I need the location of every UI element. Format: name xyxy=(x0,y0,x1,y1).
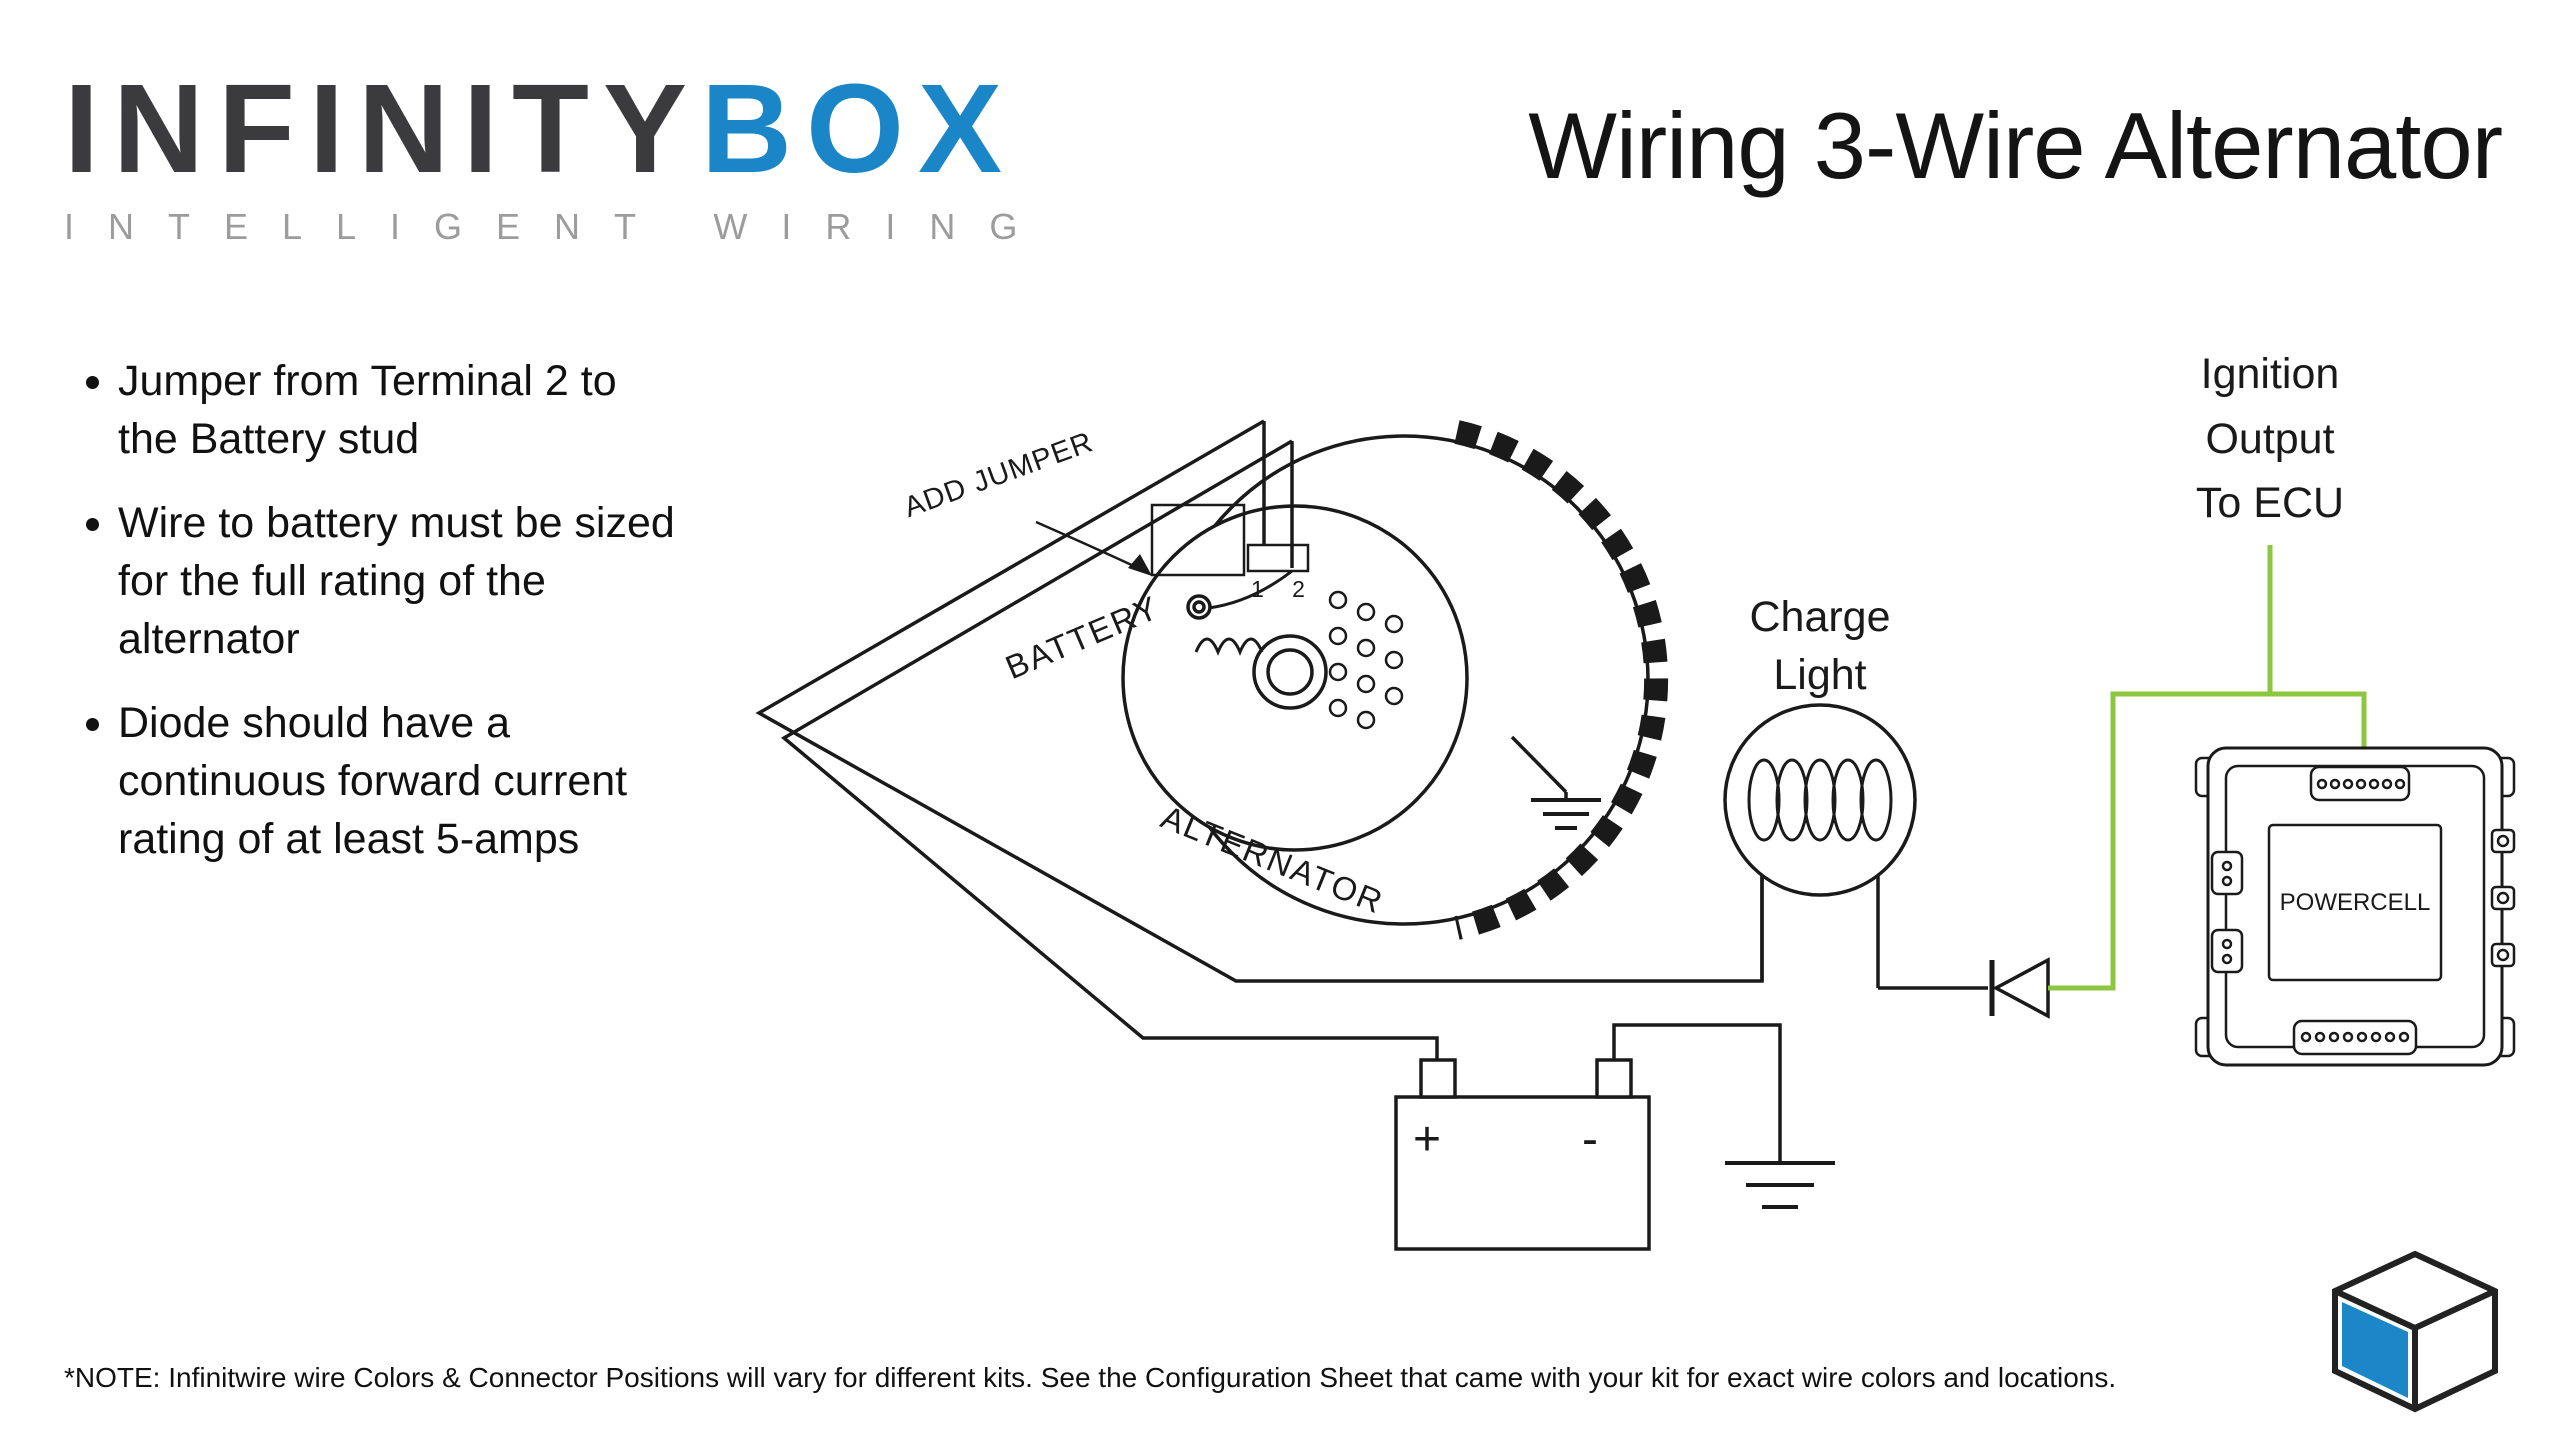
page-title: Wiring 3-Wire Alternator xyxy=(1528,93,2503,198)
battery-negative-label: - xyxy=(1582,1113,1598,1166)
wire-battery-stud-to-battery xyxy=(780,439,1439,1062)
battery-positive-label: + xyxy=(1413,1113,1442,1166)
powercell-top-connector xyxy=(2309,765,2411,802)
powercell-drawing xyxy=(2194,746,2516,1067)
battery-stud xyxy=(1186,594,1212,620)
charge-light-circle xyxy=(1723,703,1917,897)
infinitybox-logo: INFINITYBOX INTELLIGENT WIRING xyxy=(64,66,1051,248)
notes-list: Jumper from Terminal 2 to the Battery st… xyxy=(66,352,878,868)
logo-text-box: BOX xyxy=(700,58,1017,199)
powercell-label: POWERCELL xyxy=(2279,888,2431,916)
alternator-front-face xyxy=(1121,504,1469,852)
footer-note: *NOTE: Infinitwire wire Colors & Connect… xyxy=(64,1362,2117,1393)
charge-light-label: Charge Light xyxy=(1749,593,1891,700)
alternator-fins xyxy=(1454,420,1669,940)
wire-battery-negative-to-ground xyxy=(1612,1023,1782,1163)
note-bullet-diode: Diode should have a continuous forward c… xyxy=(118,694,878,868)
alternator-ground-symbol xyxy=(1510,735,1601,830)
note-bullet-wire-size: Wire to battery must be sized for the fu… xyxy=(118,494,878,668)
alternator-drawing xyxy=(1121,420,1669,940)
charge-light-coil xyxy=(1747,758,1893,842)
ground-symbol xyxy=(1725,1161,1835,1209)
alternator-coil-detail xyxy=(1194,637,1264,656)
powercell-bottom-connector xyxy=(2292,1019,2418,1056)
powercell-label-area xyxy=(2267,823,2443,982)
battery-post-negative xyxy=(1595,1058,1633,1099)
powercell-right-studs xyxy=(2490,828,2516,968)
note-bullet-jumper: Jumper from Terminal 2 to the Battery st… xyxy=(118,352,878,468)
powercell-left-connectors xyxy=(2210,850,2244,974)
diode-triangle xyxy=(1992,957,2050,1019)
logo-text-infinity: INFINITY xyxy=(64,58,701,199)
battery-stud-nut xyxy=(1192,600,1206,614)
cube-blue-face xyxy=(2342,1302,2408,1398)
infinitybox-cube-logo xyxy=(2332,1250,2498,1413)
add-jumper-arrow xyxy=(1035,520,1152,576)
terminal-numbers-label: 1 2 xyxy=(1251,576,1316,602)
alternator-hub-outer xyxy=(1252,634,1328,710)
alternator-vent-holes xyxy=(1328,590,1404,730)
diode-symbol xyxy=(1989,957,2050,1019)
logo-wordmark: INFINITYBOX xyxy=(64,66,1051,192)
battery-post-positive xyxy=(1419,1058,1457,1099)
jumper-wire xyxy=(1208,569,1293,610)
charge-light-symbol xyxy=(1723,703,1917,988)
logo-tagline: INTELLIGENT WIRING xyxy=(64,206,1052,247)
battery-symbol xyxy=(1394,1058,1651,1251)
connector-housing xyxy=(1150,503,1246,577)
green-wire-ignition-output xyxy=(2048,691,2367,991)
alternator-hub-inner xyxy=(1266,648,1314,696)
battery-case xyxy=(1394,1095,1651,1251)
terminal-block xyxy=(1246,543,1310,573)
ignition-output-label: Ignition Output To ECU xyxy=(2195,350,2345,527)
